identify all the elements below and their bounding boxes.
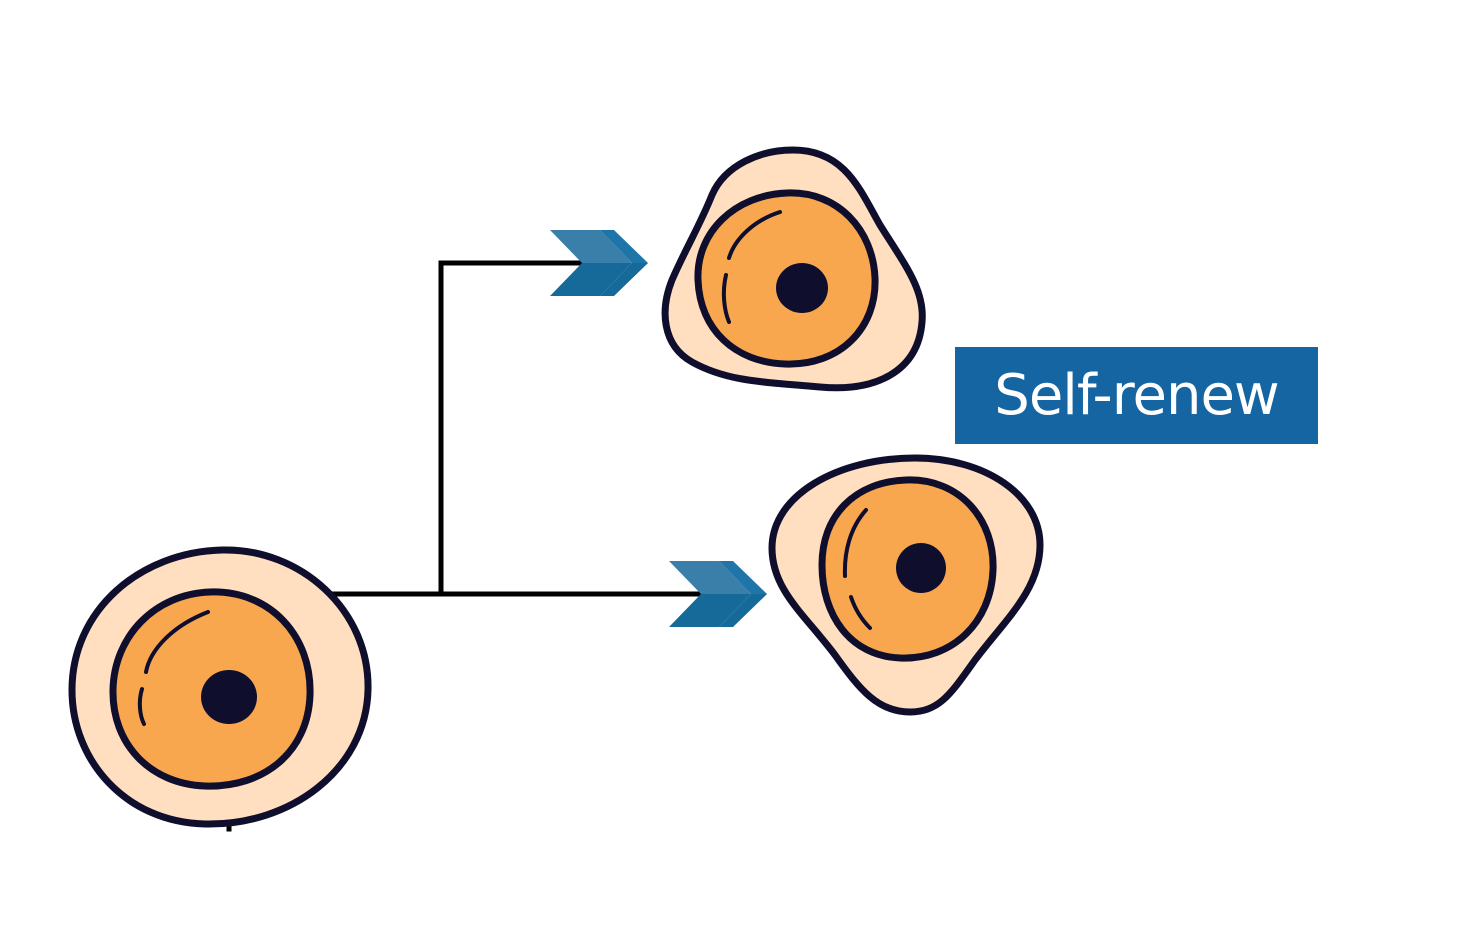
self-renew-label-text: Self-renew — [994, 362, 1279, 428]
daughter-cell-top — [661, 146, 926, 392]
daughter-cell-bottom — [768, 454, 1044, 716]
self-renew-label: Self-renew — [955, 347, 1318, 444]
parent-cell — [68, 546, 372, 828]
arrow-head-top — [550, 230, 648, 296]
arrow-head-bottom — [669, 561, 767, 627]
connector-branch-up — [438, 260, 588, 597]
